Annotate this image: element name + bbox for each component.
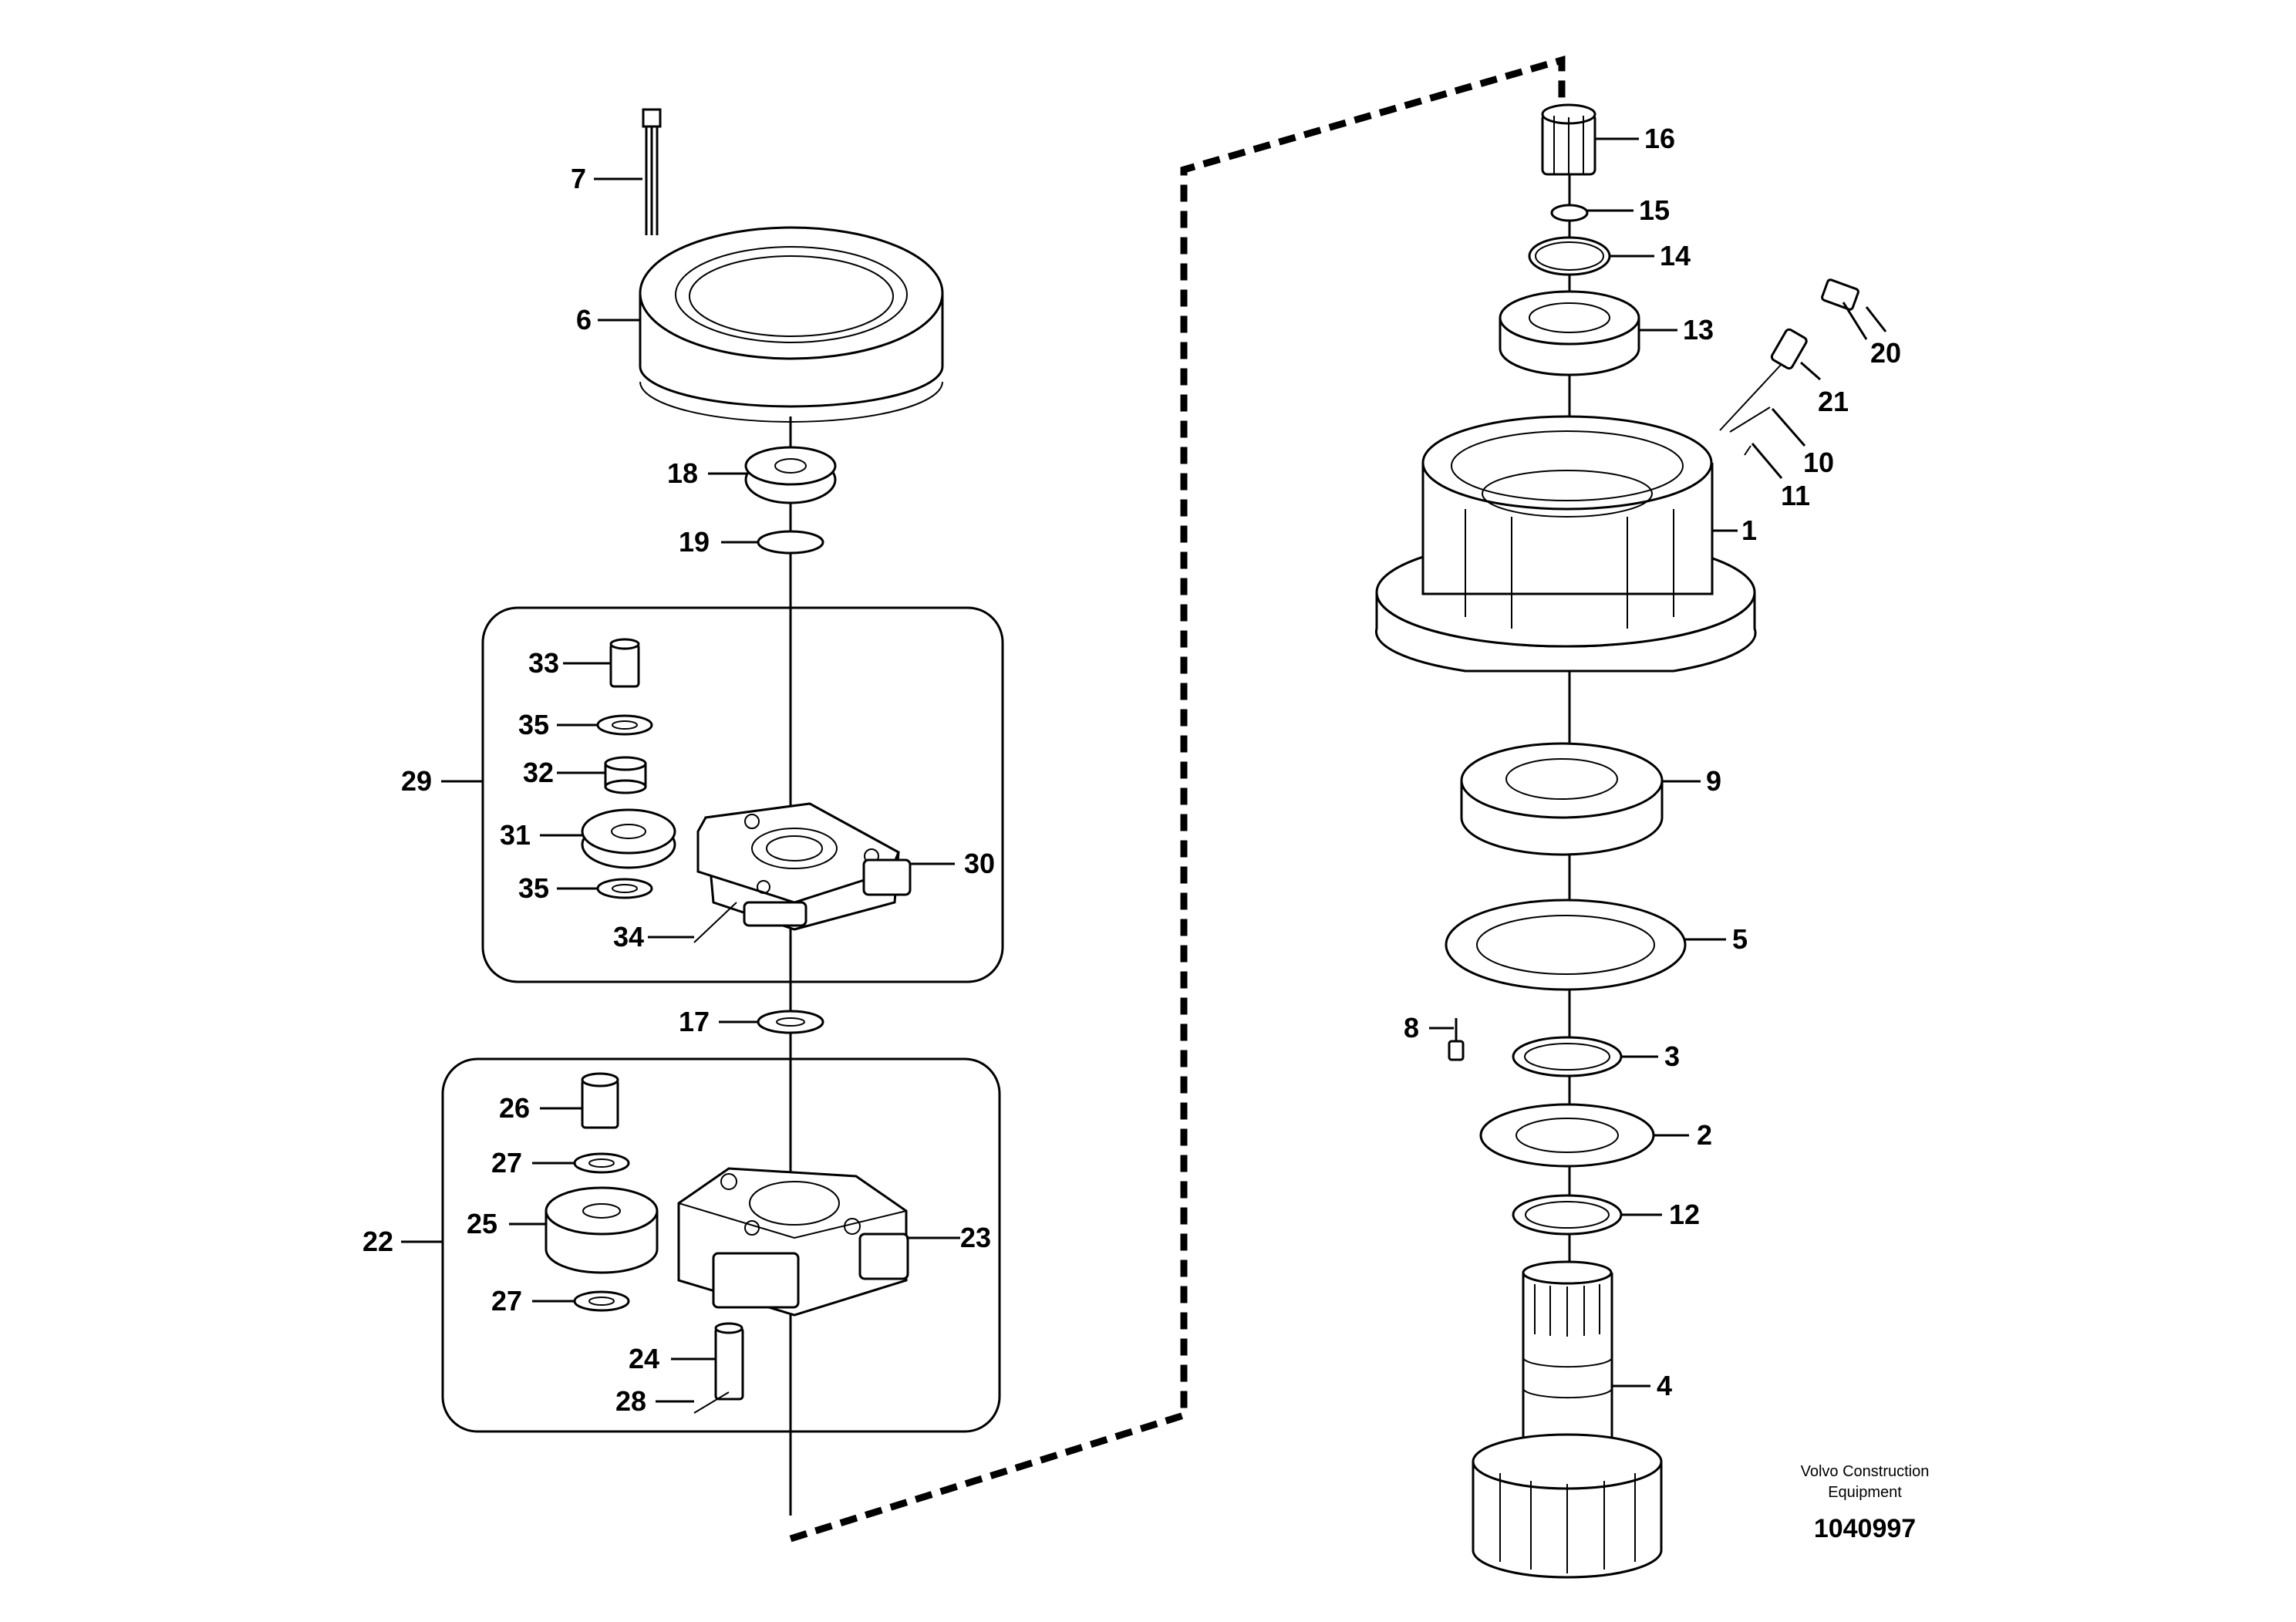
callout-13: 13 xyxy=(1683,314,1714,346)
part-9-bearing xyxy=(1460,742,1664,856)
callout-26: 26 xyxy=(499,1092,530,1124)
callout-19: 19 xyxy=(679,526,710,558)
callout-34: 34 xyxy=(613,921,644,953)
callout-30: 30 xyxy=(964,848,995,879)
callout-3: 3 xyxy=(1664,1040,1680,1072)
callout-24: 24 xyxy=(629,1343,659,1374)
part-6-ring-gear xyxy=(639,226,944,423)
callout-12: 12 xyxy=(1669,1199,1700,1230)
part-5-flange-ring xyxy=(1445,899,1687,991)
callout-28: 28 xyxy=(615,1385,646,1417)
callout-2: 2 xyxy=(1697,1119,1712,1151)
group-29-box xyxy=(481,606,1004,983)
part-8-bolt xyxy=(1448,1018,1465,1061)
callout-29: 29 xyxy=(401,765,432,797)
callout-1: 1 xyxy=(1741,514,1757,546)
document-number: 1040997 xyxy=(1814,1514,1916,1543)
part-20-sensor xyxy=(1821,278,1868,340)
group-22-box xyxy=(441,1057,1001,1433)
part-10-pin xyxy=(1729,406,1771,433)
part-21-fitting xyxy=(1719,328,1808,431)
part-18-sun-gear xyxy=(744,446,837,504)
callout-16: 16 xyxy=(1644,123,1675,154)
callout-25: 25 xyxy=(467,1208,497,1239)
callout-6: 6 xyxy=(576,304,592,336)
callout-20: 20 xyxy=(1870,337,1901,369)
callout-18: 18 xyxy=(667,457,698,489)
part-31-planet-gear xyxy=(581,808,676,869)
part-27-washer-lower xyxy=(573,1290,630,1312)
part-34-spring-pin xyxy=(693,902,737,943)
callout-7: 7 xyxy=(571,163,586,194)
dashed-connection-path xyxy=(789,56,1566,1543)
callout-5: 5 xyxy=(1732,923,1748,955)
callout-15: 15 xyxy=(1639,194,1670,226)
part-25-planet-gear xyxy=(544,1186,659,1274)
part-32-bushing xyxy=(604,756,647,794)
part-28-spring-pin xyxy=(693,1391,730,1414)
callout-33: 33 xyxy=(528,647,559,679)
callout-35-upper: 35 xyxy=(518,709,549,740)
callout-14: 14 xyxy=(1660,240,1691,271)
part-33-pin xyxy=(609,638,640,688)
callout-22: 22 xyxy=(362,1226,393,1257)
part-11-plug xyxy=(1744,445,1752,456)
part-30-carrier xyxy=(696,802,912,931)
callout-32: 32 xyxy=(523,757,554,788)
callout-21: 21 xyxy=(1818,386,1849,417)
part-35-washer-upper xyxy=(596,714,653,736)
part-27-washer-upper xyxy=(573,1152,630,1174)
part-4-output-shaft xyxy=(1472,1260,1663,1579)
part-14-snap-ring xyxy=(1528,236,1611,276)
part-23-carrier xyxy=(677,1167,909,1317)
part-7-bolt xyxy=(642,108,662,235)
caption-line-2: Equipment xyxy=(1828,1484,1902,1501)
part-35-washer-lower xyxy=(596,878,653,899)
callout-9: 9 xyxy=(1706,765,1721,797)
callout-27-upper: 27 xyxy=(491,1147,522,1179)
part-17-thrust-washer xyxy=(757,1010,824,1034)
part-26-pin xyxy=(581,1072,619,1129)
part-13-bearing xyxy=(1499,290,1640,376)
part-16-pinion xyxy=(1541,103,1596,176)
caption-line-1: Volvo Construction xyxy=(1801,1463,1930,1480)
part-19-ring xyxy=(757,530,824,555)
callout-4: 4 xyxy=(1657,1370,1672,1401)
callout-23: 23 xyxy=(960,1222,991,1253)
callout-27-lower: 27 xyxy=(491,1285,522,1317)
part-24-pin xyxy=(714,1322,744,1401)
part-2-seal-plate xyxy=(1479,1103,1655,1168)
part-15-spacer xyxy=(1550,204,1589,222)
callout-31: 31 xyxy=(500,819,531,851)
callout-11: 11 xyxy=(1781,480,1810,511)
callout-10: 10 xyxy=(1803,447,1834,478)
callout-8: 8 xyxy=(1404,1012,1419,1044)
part-1-housing xyxy=(1374,415,1757,673)
callout-17: 17 xyxy=(679,1006,710,1037)
callout-35-lower: 35 xyxy=(518,872,549,904)
